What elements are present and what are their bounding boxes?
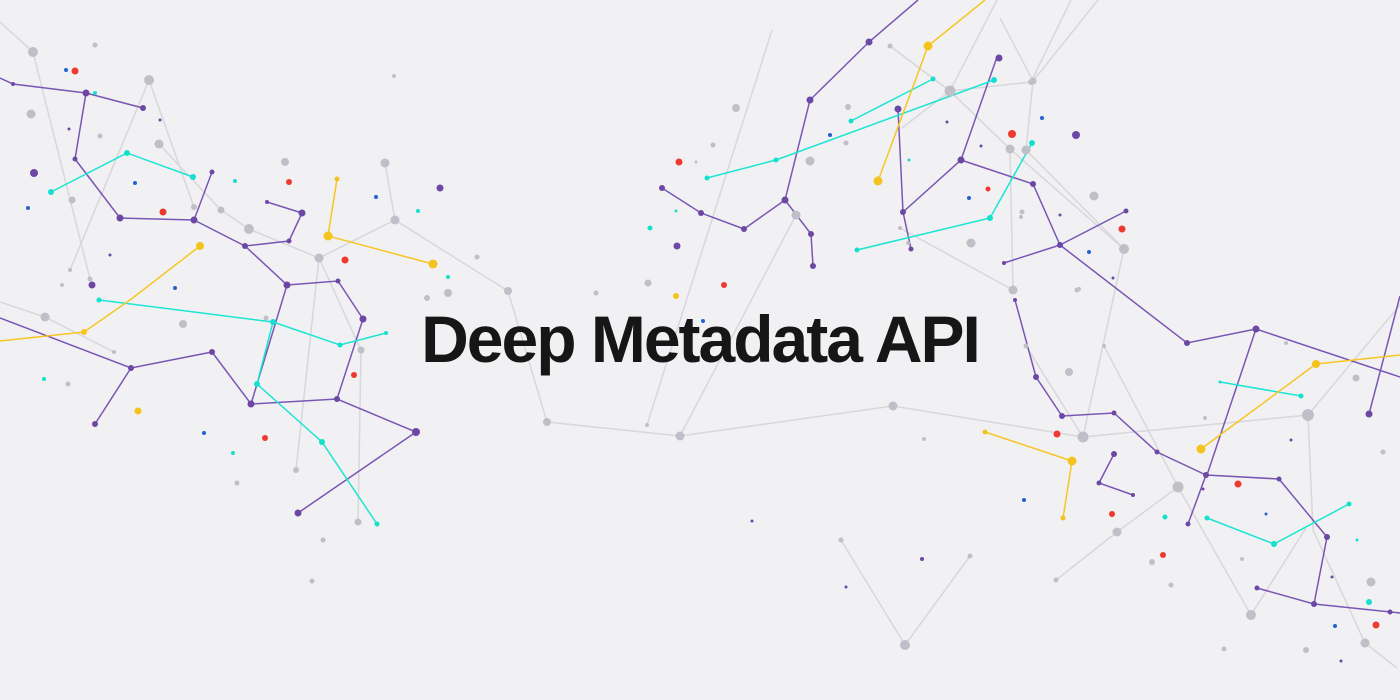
page-title: Deep Metadata API [421,302,981,376]
